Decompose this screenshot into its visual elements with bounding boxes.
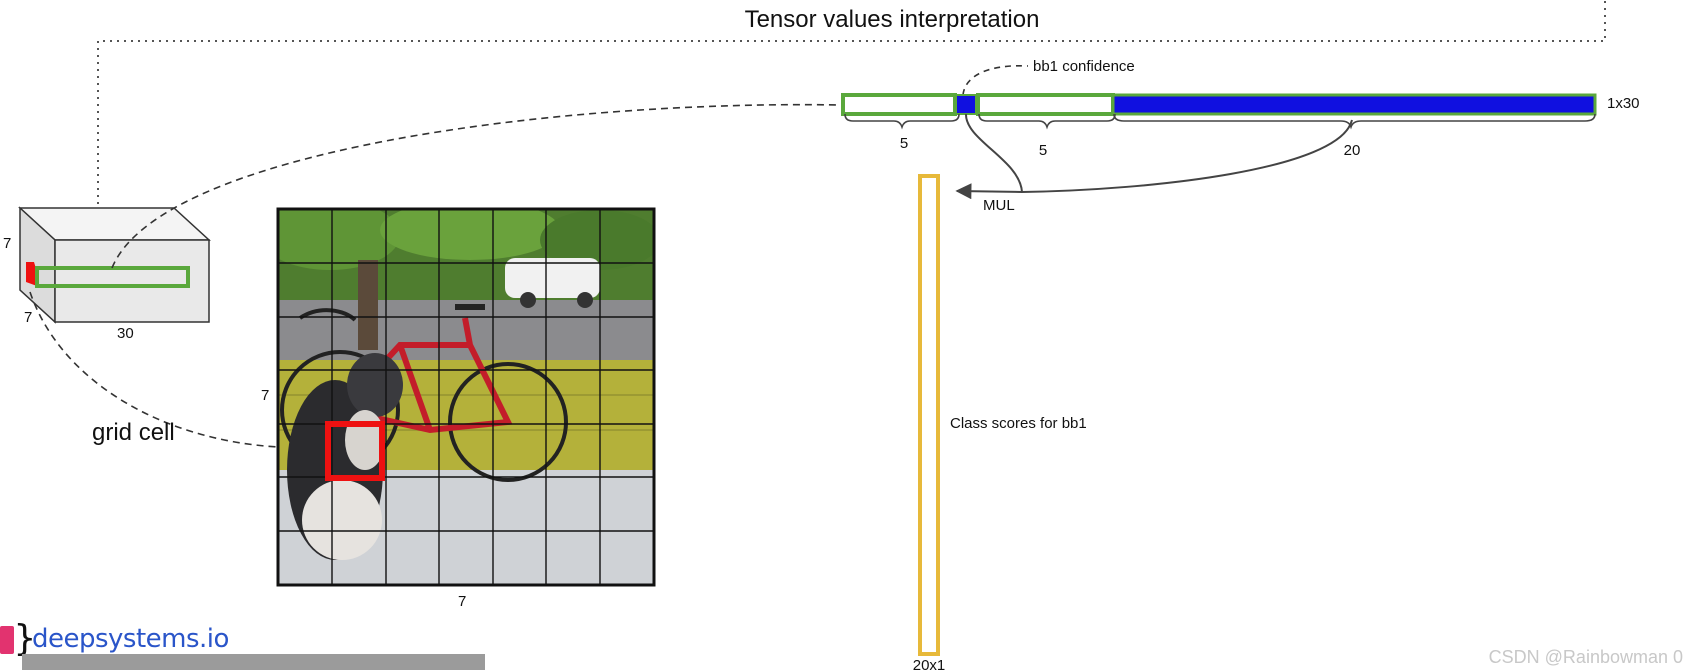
diagram-title: Tensor values interpretation: [745, 6, 1040, 33]
dog-bicycle-photo: [279, 210, 653, 584]
logo-mark-icon: [0, 626, 14, 654]
watermark: CSDN @Rainbowman 0: [1488, 647, 1683, 667]
mul-label: MUL: [983, 197, 1015, 214]
tensor-width-label: 30: [117, 325, 134, 342]
connector-tensor-to-vector: [111, 103, 841, 269]
vector-bb1-box: [841, 93, 957, 116]
grid-cell-label: grid cell: [92, 419, 175, 446]
brace-segment-5a: [844, 113, 960, 130]
deepsystems-logo: } deepsystems.io: [0, 618, 260, 660]
logo-brace-icon: }: [14, 618, 36, 659]
video-control-bar: [22, 654, 485, 670]
tensor-box: [18, 206, 211, 324]
segment-5a-label: 5: [900, 135, 908, 152]
image-border: [276, 207, 656, 587]
class-scores-label: Class scores for bb1: [950, 415, 1087, 432]
brace-segment-5b: [978, 113, 1116, 130]
vector-bb1-confidence-cell: [955, 94, 977, 115]
logo-text: deepsystems.io: [32, 624, 229, 654]
tensor-red-cell: [26, 262, 37, 286]
mul-curve-from-classes: [1021, 119, 1353, 193]
vector-class-scores: [1111, 93, 1597, 116]
vector-1x30: [841, 93, 1597, 116]
segment-5b-label: 5: [1039, 142, 1047, 159]
segment-20-label: 20: [1344, 142, 1361, 159]
vector-dim-label: 1x30: [1607, 95, 1640, 112]
mul-curve-from-confidence: [964, 113, 1023, 193]
selected-grid-cell: [325, 421, 385, 481]
image-bottom-label: 7: [458, 593, 466, 610]
image-left-label: 7: [261, 387, 269, 404]
class-scores-column: [918, 174, 940, 656]
bb1-confidence-label: bb1 confidence: [1033, 58, 1135, 75]
column-dim-label: 20x1: [913, 657, 946, 670]
mul-arrow: [955, 183, 1023, 200]
connector-confidence: [962, 64, 1029, 96]
brace-segment-20: [1113, 113, 1596, 130]
tensor-depth-label: 7: [3, 235, 11, 252]
tensor-height-label: 7: [24, 309, 32, 326]
vector-bb2-box: [976, 93, 1115, 116]
connector-tensor-to-gridcell: [29, 291, 279, 448]
